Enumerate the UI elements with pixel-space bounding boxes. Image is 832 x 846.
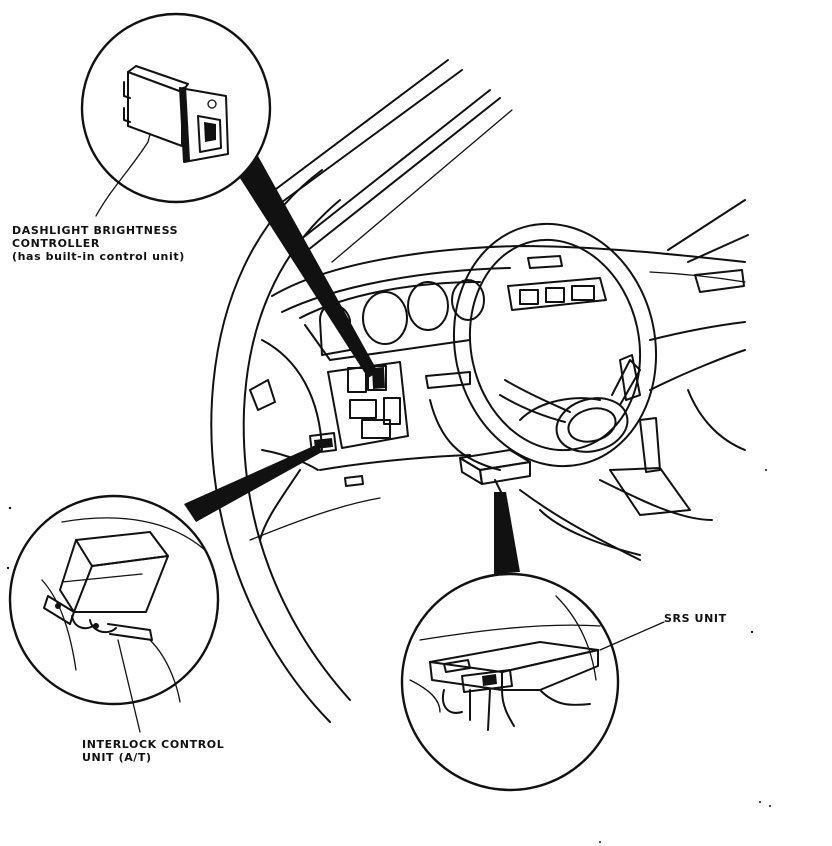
leader-interlock xyxy=(117,639,141,733)
srs-label-text: SRS UNIT xyxy=(664,612,727,625)
leader-srs xyxy=(599,621,665,651)
dashlight-label-line2: CONTROLLER xyxy=(12,237,100,250)
interlock-label-line2: UNIT (A/T) xyxy=(82,751,152,764)
leader-dashlight xyxy=(95,141,149,217)
dashlight-label-note: (has built-in control unit) xyxy=(12,250,185,263)
callout-wedge-srs xyxy=(494,492,520,574)
callout-wedge-interlock xyxy=(184,444,322,522)
zoom-circle-dashlight xyxy=(80,12,272,204)
dashlight-label: DASHLIGHT BRIGHTNESS CONTROLLER (has bui… xyxy=(12,224,185,263)
interlock-label: INTERLOCK CONTROL UNIT (A/T) xyxy=(82,738,224,764)
zoom-circle-interlock xyxy=(8,494,220,706)
car-interior xyxy=(210,59,749,723)
interlock-label-line1: INTERLOCK CONTROL xyxy=(82,738,225,751)
zoom-circle-srs xyxy=(400,572,620,792)
callout-wedge-dashlight xyxy=(236,156,378,378)
srs-label: SRS UNIT xyxy=(664,612,727,625)
dashlight-label-line1: DASHLIGHT BRIGHTNESS xyxy=(12,224,179,237)
